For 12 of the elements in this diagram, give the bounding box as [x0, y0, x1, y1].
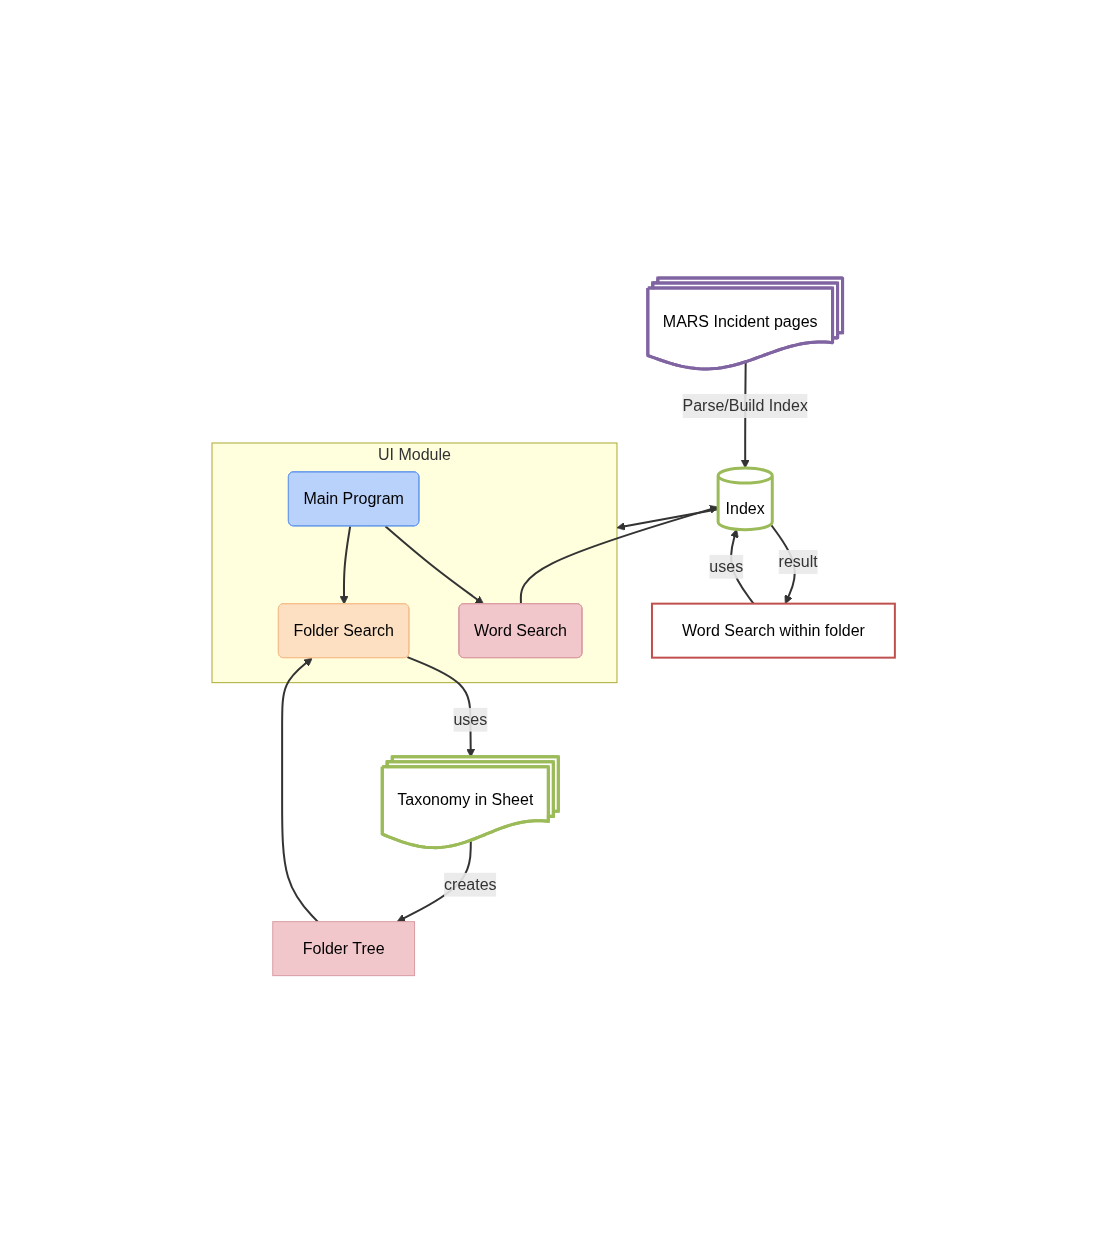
edge-label: creates — [443, 875, 497, 893]
edge-label: Parse/Build Index — [682, 396, 808, 414]
arrow — [519, 504, 719, 605]
node-box: Folder Tree — [271, 920, 415, 976]
edge-label: result — [778, 552, 818, 570]
edge-label: uses — [452, 710, 487, 728]
edge-label: uses — [708, 557, 743, 575]
arrow — [339, 525, 351, 605]
arrow — [383, 525, 484, 605]
arrow — [616, 507, 719, 531]
arrow — [280, 657, 319, 923]
node-box: Word Search within folder — [650, 602, 896, 659]
